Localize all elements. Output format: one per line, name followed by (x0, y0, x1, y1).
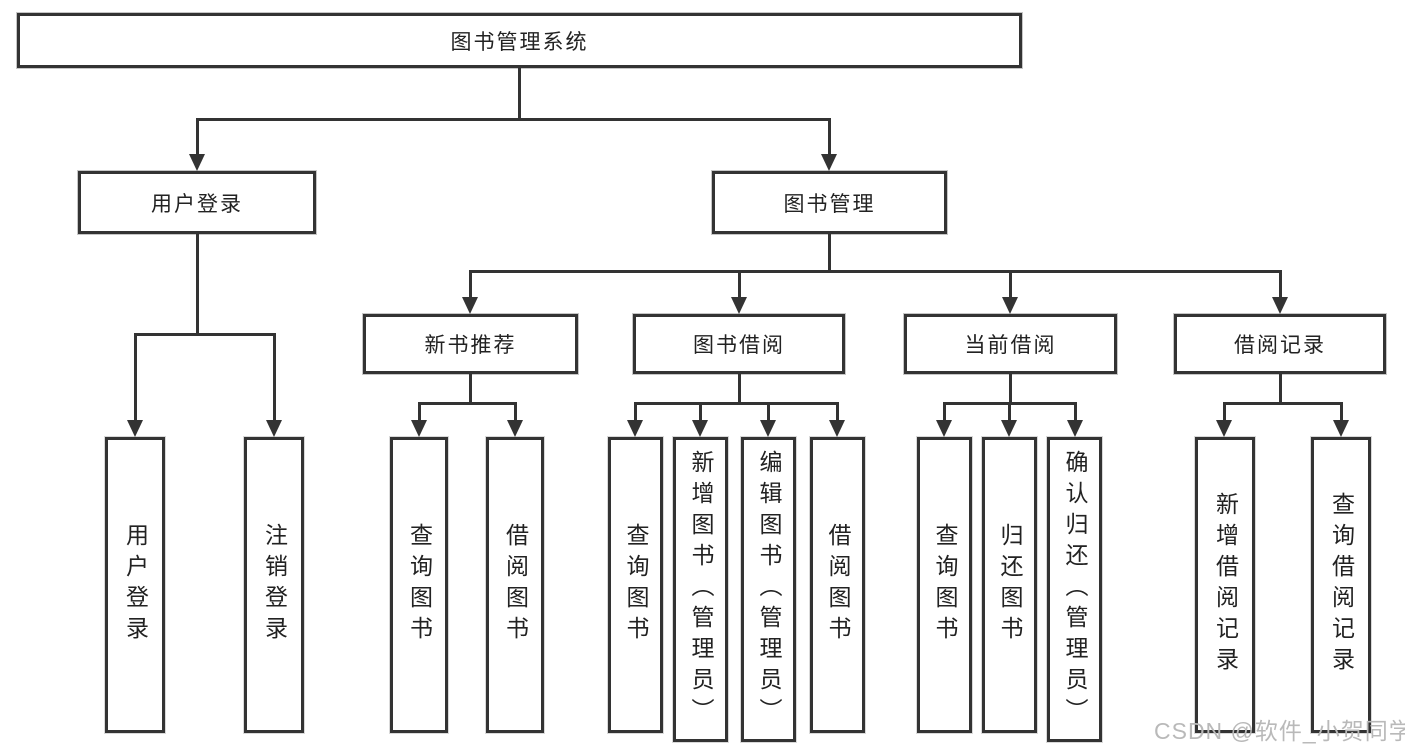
arrow-down-icon (692, 420, 708, 437)
node-book-borrow: 图书借阅 (633, 314, 845, 374)
connector-arrow-stem (1073, 403, 1077, 423)
connector-arrow-stem (698, 403, 702, 423)
connector-arrow-stem (737, 271, 741, 300)
connector-hline (468, 269, 1282, 273)
leaf-add-borrow-record: 新增借阅记录 (1195, 437, 1255, 733)
connector-vline (517, 68, 521, 119)
leaf-confirm-return-admin: 确认归还（管理员） (1047, 437, 1102, 742)
arrow-down-icon (1001, 420, 1017, 437)
connector-arrow-stem (468, 271, 472, 300)
leaf-borrow-book: 借阅图书 (810, 437, 865, 733)
connector-hline (133, 332, 276, 336)
arrow-down-icon (507, 420, 523, 437)
arrow-down-icon (411, 420, 427, 437)
arrow-down-icon (462, 297, 478, 314)
arrow-down-icon (1002, 297, 1018, 314)
connector-hline (417, 401, 517, 405)
connector-arrow-stem (272, 334, 276, 423)
node-borrow-records: 借阅记录 (1174, 314, 1386, 374)
arrow-down-icon (1216, 420, 1232, 437)
arrow-down-icon (1067, 420, 1083, 437)
leaf-query-borrow-record: 查询借阅记录 (1311, 437, 1371, 733)
arrow-down-icon (266, 420, 282, 437)
arrow-down-icon (627, 420, 643, 437)
connector-arrow-stem (827, 119, 831, 157)
leaf-user-login: 用户登录 (105, 437, 165, 733)
connector-arrow-stem (1007, 403, 1011, 423)
leaf-query-book-current: 查询图书 (917, 437, 972, 733)
node-book-management-branch: 图书管理 (712, 171, 947, 234)
connector-arrow-stem (133, 334, 137, 423)
connector-arrow-stem (766, 403, 770, 423)
arrow-down-icon (1272, 297, 1288, 314)
arrow-down-icon (127, 420, 143, 437)
connector-arrow-stem (633, 403, 637, 423)
connector-hline (633, 401, 839, 405)
connector-arrow-stem (1222, 403, 1226, 423)
connector-arrow-stem (195, 119, 199, 157)
node-user-login-branch: 用户登录 (78, 171, 316, 234)
node-new-book-recommend: 新书推荐 (363, 314, 578, 374)
connector-arrow-stem (1008, 271, 1012, 300)
connector-vline (195, 234, 199, 336)
node-root-system: 图书管理系统 (17, 13, 1022, 68)
connector-arrow-stem (942, 403, 946, 423)
connector-vline (737, 374, 741, 404)
arrow-down-icon (189, 154, 205, 171)
leaf-edit-book-admin: 编辑图书（管理员） (741, 437, 796, 742)
leaf-query-book-borrow: 查询图书 (608, 437, 663, 733)
arrow-down-icon (936, 420, 952, 437)
connector-vline (468, 374, 472, 404)
leaf-logout: 注销登录 (244, 437, 304, 733)
connector-arrow-stem (417, 403, 421, 423)
connector-vline (1278, 374, 1282, 404)
arrow-down-icon (760, 420, 776, 437)
arrow-down-icon (821, 154, 837, 171)
leaf-add-book-admin: 新增图书（管理员） (673, 437, 728, 742)
connector-arrow-stem (1339, 403, 1343, 423)
connector-hline (1222, 401, 1343, 405)
arrow-down-icon (731, 297, 747, 314)
connector-hline (195, 117, 831, 121)
watermark: CSDN @软件_小贺同学 (1154, 718, 1405, 744)
arrow-down-icon (829, 420, 845, 437)
arrow-down-icon (1333, 420, 1349, 437)
connector-arrow-stem (835, 403, 839, 423)
connector-arrow-stem (1278, 271, 1282, 300)
leaf-return-book: 归还图书 (982, 437, 1037, 733)
node-current-borrow: 当前借阅 (904, 314, 1117, 374)
leaf-query-book-recommend: 查询图书 (390, 437, 448, 733)
connector-vline (1008, 374, 1012, 404)
leaf-borrow-book-recommend: 借阅图书 (486, 437, 544, 733)
connector-arrow-stem (513, 403, 517, 423)
connector-vline (827, 234, 831, 272)
